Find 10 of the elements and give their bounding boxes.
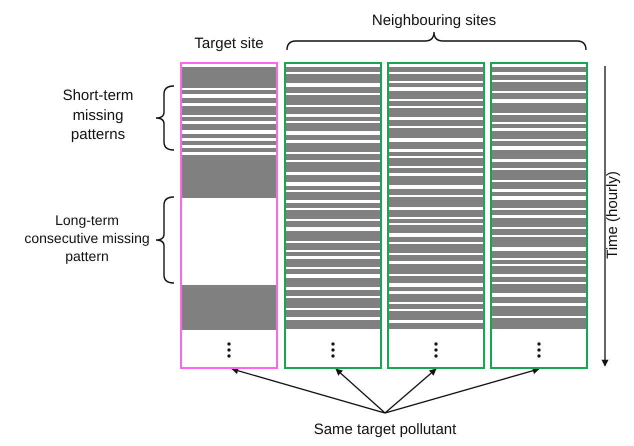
caption-text: Same target pollutant	[290, 421, 480, 443]
column-heading: Target site	[193, 35, 265, 52]
annotation-text: Long-term consecutive missing pattern	[23, 211, 151, 266]
arrow	[384, 367, 540, 414]
annotation-text: Neighbouring sites	[370, 11, 498, 30]
annotation-text: Time (hourly)	[603, 170, 622, 261]
arrow	[384, 368, 437, 414]
annotation-text: Short-term missing patterns	[62, 86, 134, 144]
arrow	[335, 368, 386, 414]
arrow	[231, 367, 386, 414]
